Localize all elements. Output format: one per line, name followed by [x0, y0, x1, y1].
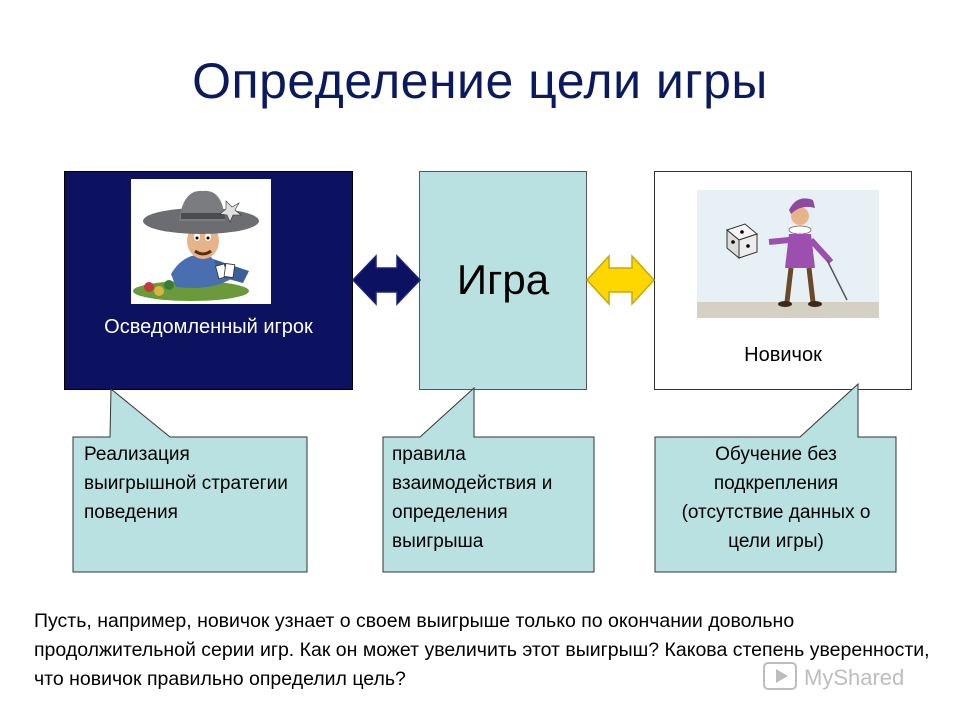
double-arrow-right	[587, 256, 654, 304]
myshared-watermark-logo: MyShared	[760, 657, 950, 697]
callout-right-text: Обучение без подкрепления (отсутствие да…	[662, 440, 890, 556]
double-arrow-left	[353, 256, 420, 304]
svg-text:MyShared: MyShared	[804, 665, 904, 690]
callout-left-text: Реализация выигрышной стратегии поведени…	[84, 440, 299, 527]
callout-middle-text: правила взаимодействия и определения выи…	[392, 440, 588, 556]
